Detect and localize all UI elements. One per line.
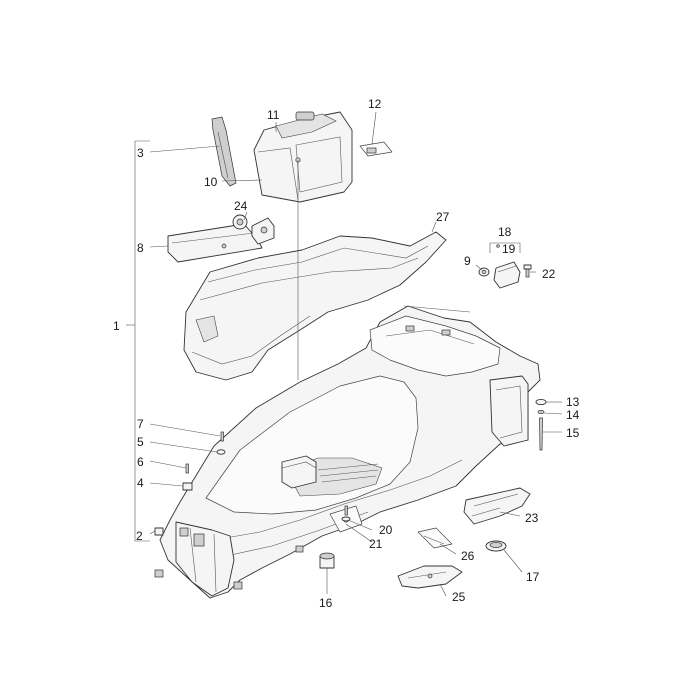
part-16-bumper xyxy=(319,552,335,569)
callout-17: 17 xyxy=(526,570,540,584)
callout-12: 12 xyxy=(368,97,382,111)
callout-13: 13 xyxy=(566,395,580,409)
part-9-nut xyxy=(478,267,490,277)
callout-3: 3 xyxy=(137,146,144,160)
part-24-lock xyxy=(232,214,275,245)
part-25-heat-shield xyxy=(397,565,463,589)
part-27-inner-tray xyxy=(183,231,447,381)
assembly-bracket xyxy=(126,140,150,542)
callout-10: 10 xyxy=(204,175,218,189)
part-15-bolt xyxy=(539,417,543,451)
main-body-frame xyxy=(154,305,541,599)
callout-4: 4 xyxy=(137,476,144,490)
callout-14: 14 xyxy=(566,408,580,422)
part-8-lid xyxy=(167,223,263,263)
callout-20: 20 xyxy=(379,523,393,537)
callout-1: 1 xyxy=(113,319,120,333)
callout-23: 23 xyxy=(525,511,539,525)
part-5-washer xyxy=(216,449,226,455)
callout-25: 25 xyxy=(452,590,466,604)
part-23-side-bracket xyxy=(463,487,531,525)
callout-27: 27 xyxy=(436,210,450,224)
callout-22: 22 xyxy=(542,267,556,281)
part-14-washer xyxy=(537,410,545,414)
callout-24: 24 xyxy=(234,199,248,213)
part-18-19-bracket xyxy=(489,242,521,289)
callout-19: 19 xyxy=(502,242,516,256)
leader-lines xyxy=(149,111,563,597)
part-12-clip xyxy=(359,141,393,157)
callout-7: 7 xyxy=(137,417,144,431)
part-2-grommet xyxy=(154,527,164,536)
callout-21: 21 xyxy=(369,537,383,551)
callout-labels: 1 2 3 4 5 6 7 8 9 10 11 12 13 14 15 16 1… xyxy=(113,97,580,610)
part-7-screw xyxy=(220,431,224,442)
part-6-screw xyxy=(185,463,189,474)
callout-15: 15 xyxy=(566,426,580,440)
callout-9: 9 xyxy=(464,254,471,268)
callout-16: 16 xyxy=(319,596,333,610)
callout-5: 5 xyxy=(137,435,144,449)
callout-2: 2 xyxy=(136,529,143,543)
part-13-washer xyxy=(535,398,547,406)
callout-6: 6 xyxy=(137,455,144,469)
part-22-screw xyxy=(523,264,532,278)
callout-18: 18 xyxy=(498,225,512,239)
part-17-plug xyxy=(485,540,507,552)
fasteners-left xyxy=(154,431,226,536)
callout-8: 8 xyxy=(137,241,144,255)
callout-26: 26 xyxy=(461,549,475,563)
part-4-nut xyxy=(182,482,193,491)
fasteners-right xyxy=(535,398,547,451)
part-26-wire-clip xyxy=(417,527,453,549)
part-10-11-storage-bin xyxy=(253,111,353,203)
callout-11: 11 xyxy=(267,108,280,122)
part-3-strap xyxy=(211,116,237,187)
